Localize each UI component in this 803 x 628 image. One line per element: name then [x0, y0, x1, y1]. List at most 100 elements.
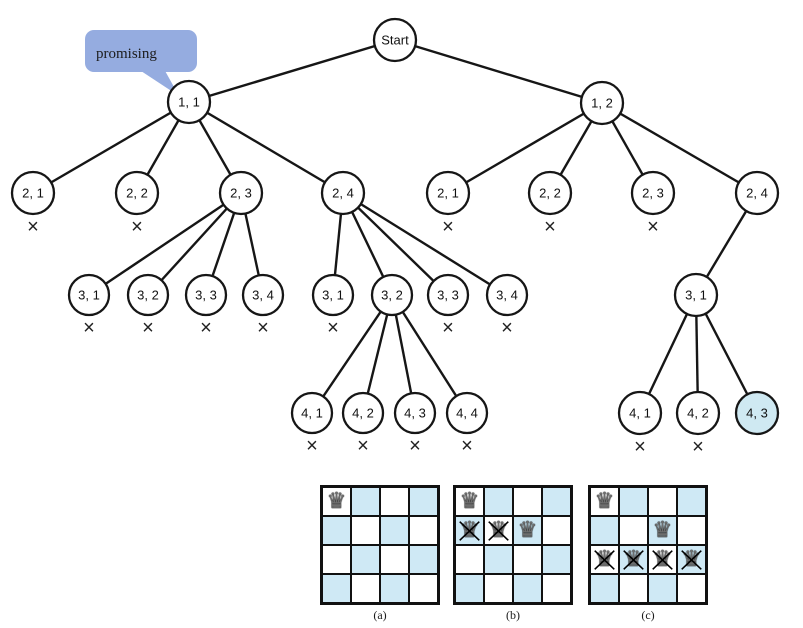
- queen-icon-crossed: ♛: [623, 546, 644, 572]
- board-cell: [409, 487, 438, 516]
- board-cell: ♛: [455, 487, 484, 516]
- nonpromising-x-mark: ×: [306, 435, 318, 457]
- tree-node-circle: [370, 273, 414, 317]
- nonpromising-x-mark: ×: [442, 317, 454, 339]
- board-cell: [351, 574, 380, 603]
- tree-node-circle: [527, 170, 573, 216]
- board-cell: [542, 516, 571, 545]
- nonpromising-x-mark: ×: [409, 435, 421, 457]
- board-cell: [455, 574, 484, 603]
- nonpromising-x-mark: ×: [200, 317, 212, 339]
- tree-edge: [147, 192, 242, 296]
- board-cell: ♛: [590, 545, 619, 574]
- nonpromising-x-mark: ×: [442, 216, 454, 238]
- board-cell: [409, 516, 438, 545]
- tree-node-circle: [673, 272, 719, 318]
- tree-node-label: 3, 1: [78, 288, 100, 303]
- nonpromising-x-mark: ×: [461, 435, 473, 457]
- tree-node-circle: [241, 273, 285, 317]
- tree-node-label: 3, 4: [496, 288, 518, 303]
- tree-node-label: 2, 1: [437, 186, 459, 201]
- board-caption: (b): [506, 608, 520, 622]
- tree-node-circle: [485, 273, 529, 317]
- board-cell: [542, 545, 571, 574]
- board-cell: [380, 487, 409, 516]
- board-cell: [648, 574, 677, 603]
- tree-edge: [188, 100, 344, 195]
- board-cell: [455, 545, 484, 574]
- tree-node-label: 2, 1: [22, 186, 44, 201]
- tree-edge: [394, 38, 603, 105]
- nonpromising-x-mark: ×: [647, 216, 659, 238]
- nonpromising-x-mark: ×: [544, 216, 556, 238]
- nonpromising-x-mark: ×: [257, 317, 269, 339]
- promising-callout-bubble: [85, 30, 197, 72]
- tree-edge: [188, 38, 396, 104]
- board-cell: [409, 574, 438, 603]
- board-cell: [380, 574, 409, 603]
- chessboard-b: ♛♛♛♛: [453, 485, 573, 605]
- tree-edge: [601, 101, 758, 195]
- board-cell: [322, 516, 351, 545]
- tree-node-label: 4, 1: [629, 406, 651, 421]
- tree-node-circle: [290, 391, 334, 435]
- board-cell: ♛: [455, 516, 484, 545]
- nonpromising-x-mark: ×: [692, 436, 704, 458]
- board-cell: [590, 516, 619, 545]
- board-cell: [380, 545, 409, 574]
- tree-node-circle: [126, 273, 170, 317]
- tree-node-label: 4, 3: [404, 406, 426, 421]
- tree-node-circle: [393, 391, 437, 435]
- tree-node-circle: [67, 273, 111, 317]
- tree-node-label: 3, 1: [685, 288, 707, 303]
- tree-node-circle: [445, 391, 489, 435]
- nonpromising-x-mark: ×: [357, 435, 369, 457]
- tree-node-label: 1, 1: [178, 95, 200, 110]
- tree-node-label: 2, 4: [746, 186, 768, 201]
- nonpromising-x-mark: ×: [142, 317, 154, 339]
- board-cell: [648, 487, 677, 516]
- tree-node-circle: [617, 390, 663, 436]
- tree-node-circle-solution: [734, 390, 780, 436]
- tree-node-label: 4, 1: [301, 406, 323, 421]
- tree-edge: [342, 192, 449, 296]
- tree-node-circle: [10, 170, 56, 216]
- tree-node-label: 4, 2: [352, 406, 374, 421]
- board-cell: [409, 545, 438, 574]
- promising-callout-label: promising: [96, 46, 157, 62]
- board-cell: [619, 487, 648, 516]
- tree-node-circle: [218, 170, 264, 216]
- board-cell: [513, 545, 542, 574]
- tree-node-label: 4, 4: [456, 406, 478, 421]
- nonpromising-x-mark: ×: [327, 317, 339, 339]
- nonpromising-x-mark: ×: [27, 216, 39, 238]
- queen-icon: ♛: [652, 517, 673, 543]
- tree-edge: [32, 100, 190, 195]
- board-cell: ♛: [648, 545, 677, 574]
- tree-edge: [311, 294, 393, 414]
- tree-node-circle: [630, 170, 676, 216]
- board-caption: (a): [373, 608, 387, 622]
- queen-icon-crossed: ♛: [459, 517, 480, 543]
- queen-icon-crossed: ♛: [488, 517, 509, 543]
- board-cell: [619, 574, 648, 603]
- board-cell: [484, 545, 513, 574]
- tree-node-label: 2, 2: [126, 186, 148, 201]
- board-cell: [484, 487, 513, 516]
- nonpromising-x-mark: ×: [83, 317, 95, 339]
- tree-node-label: 3, 1: [322, 288, 344, 303]
- chessboard-a: ♛: [320, 485, 440, 605]
- tree-node-label: 2, 3: [642, 186, 664, 201]
- promising-callout-tail: [138, 69, 179, 96]
- tree-edge: [447, 101, 603, 195]
- board-cell: [380, 516, 409, 545]
- queen-icon: ♛: [594, 488, 615, 514]
- board-cell: ♛: [619, 545, 648, 574]
- board-cell: [513, 487, 542, 516]
- chessboard-c: ♛♛♛♛♛♛: [588, 485, 708, 605]
- board-cell: [351, 516, 380, 545]
- board-cell: ♛: [322, 487, 351, 516]
- board-cell: [351, 545, 380, 574]
